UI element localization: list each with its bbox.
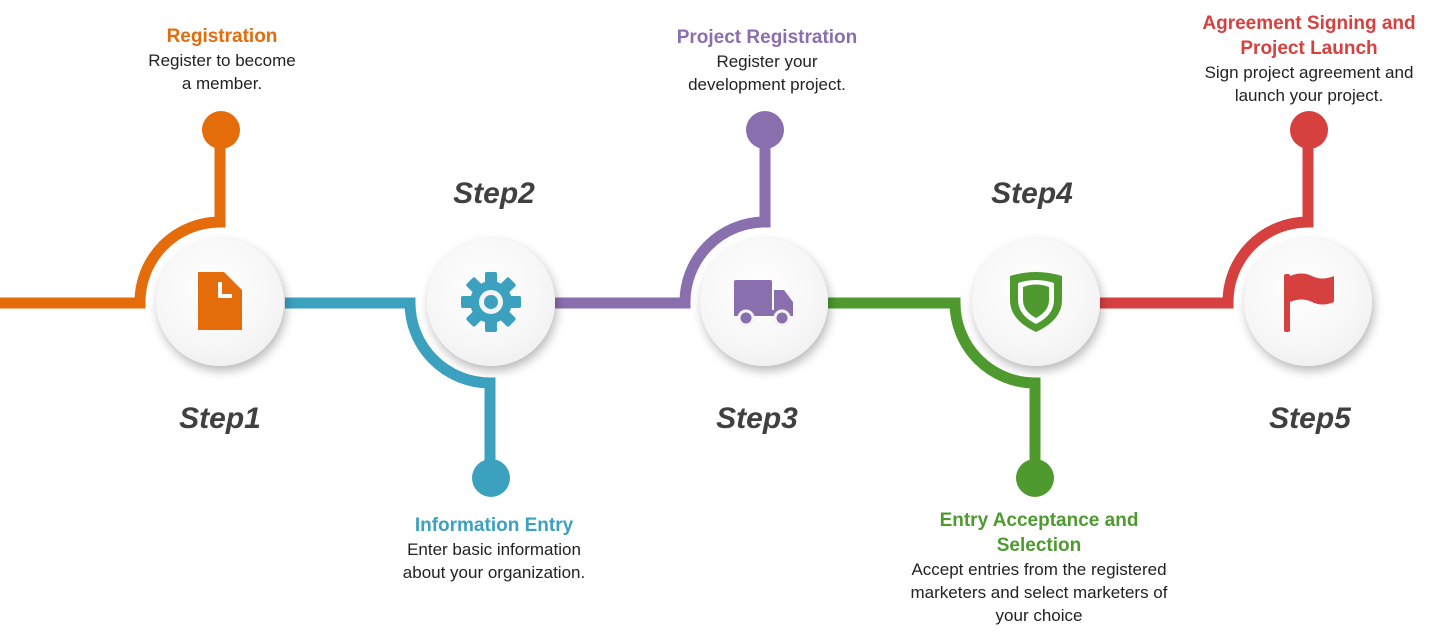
- step1-desc-line-1: Register to become: [148, 51, 296, 70]
- step1-info: Registration Register to become a member…: [122, 24, 322, 95]
- step3-label: Step3: [716, 402, 798, 435]
- step3-title: Project Registration: [676, 27, 858, 48]
- step2-title: Information Entry: [414, 515, 574, 536]
- step4-title-line-1: Entry Acceptance and: [939, 510, 1139, 531]
- step4-desc-line-2: marketers and select marketers of: [910, 583, 1168, 602]
- step3-node: [746, 111, 784, 149]
- step2-desc-line-2: about your organization.: [402, 563, 586, 582]
- step2-circle: [427, 238, 555, 366]
- step2-desc-line-1: Enter basic information: [407, 540, 581, 559]
- step5-title-line-1: Agreement Signing and: [1202, 13, 1416, 34]
- step2-connector: [285, 297, 496, 478]
- shield-icon: [1010, 272, 1062, 332]
- step3-desc-line-1: Register your: [716, 52, 818, 71]
- step2-label: Step2: [453, 177, 535, 210]
- truck-icon: [734, 280, 793, 327]
- step5-title-line-2: Project Launch: [1240, 38, 1378, 59]
- document-icon: [198, 272, 242, 330]
- step1-desc-line-2: a member.: [181, 74, 263, 93]
- step3-circle: [700, 238, 828, 366]
- step1-title: Registration: [166, 26, 278, 47]
- step1-circle: [156, 238, 284, 366]
- step4-info: Entry Acceptance and Selection Accept en…: [884, 508, 1194, 627]
- step4-desc-line-3: your choice: [995, 606, 1083, 625]
- step4-label: Step4: [991, 177, 1073, 210]
- step3-connector: [555, 130, 771, 309]
- step5-node: [1290, 111, 1328, 149]
- step2-info: Information Entry Enter basic informatio…: [374, 513, 614, 584]
- step5-label: Step5: [1269, 402, 1351, 435]
- step1-label: Step1: [179, 402, 261, 435]
- step5-circle: [1244, 238, 1372, 366]
- step4-connector: [828, 297, 1041, 478]
- step2-node: [472, 459, 510, 497]
- step1-node: [202, 111, 240, 149]
- step4-desc-line-1: Accept entries from the registered: [911, 560, 1167, 579]
- step3-info: Project Registration Register your devel…: [647, 25, 887, 96]
- step3-desc-line-2: development project.: [688, 75, 846, 94]
- step5-desc-line-2: launch your project.: [1234, 86, 1384, 105]
- step5-desc-line-1: Sign project agreement and: [1204, 63, 1414, 82]
- step5-connector: [1100, 130, 1314, 309]
- step1-connector: [0, 130, 226, 309]
- step4-title-line-2: Selection: [996, 535, 1082, 556]
- step4-circle: [972, 238, 1100, 366]
- gear-icon: [461, 272, 521, 332]
- step4-node: [1016, 459, 1054, 497]
- step5-info: Agreement Signing and Project Launch Sig…: [1174, 11, 1444, 107]
- flag-icon: [1284, 273, 1334, 332]
